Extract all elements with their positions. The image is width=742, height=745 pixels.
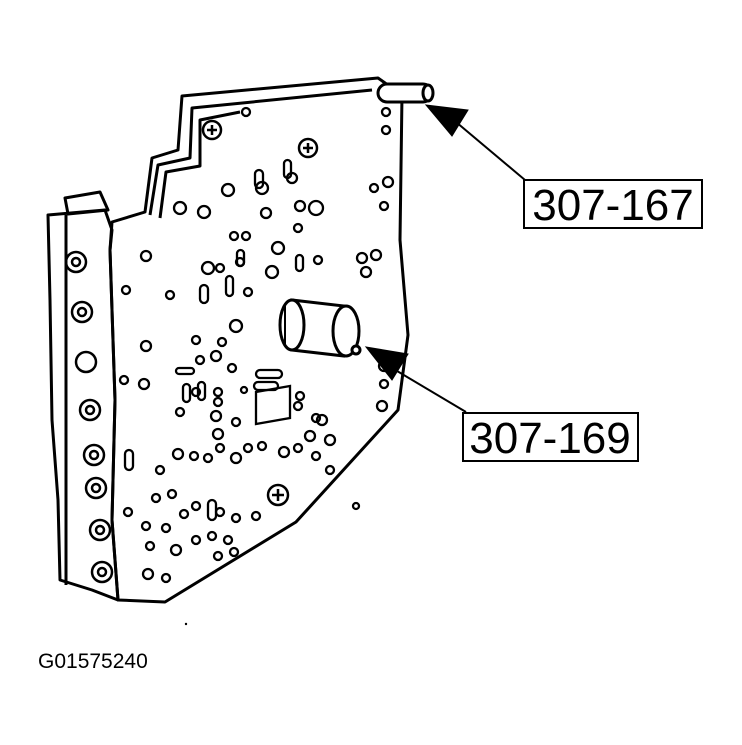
plate-slots — [123, 158, 305, 522]
plate-label-patch — [254, 384, 292, 426]
leader-line-307-167 — [455, 121, 526, 181]
leader-arrows — [364, 104, 526, 413]
plate-screws — [201, 119, 319, 507]
plate-upper-tab-inner — [158, 110, 241, 219]
leader-line-307-169 — [391, 367, 467, 413]
side-plate — [46, 208, 120, 602]
stray-dot — [184, 622, 188, 626]
tool-307-169-cylinder — [278, 298, 362, 358]
valve-body-plate — [46, 76, 410, 604]
plate-holes — [118, 106, 395, 584]
tool-307-167-pin — [376, 82, 435, 104]
plate-upper-tab — [148, 88, 373, 216]
side-bolts — [64, 250, 114, 584]
arrowhead-307-169 — [364, 346, 409, 381]
callout-label-307-167: 307-167 — [532, 181, 693, 230]
side-plate-tab — [63, 190, 110, 216]
arrowhead-307-167 — [424, 104, 469, 137]
plate-outline — [108, 76, 410, 604]
callout-307-167: 307-167 — [523, 179, 703, 230]
figure-id: G01575240 — [38, 650, 148, 673]
callout-label-307-169: 307-169 — [469, 414, 630, 463]
callout-307-169: 307-169 — [462, 412, 639, 463]
